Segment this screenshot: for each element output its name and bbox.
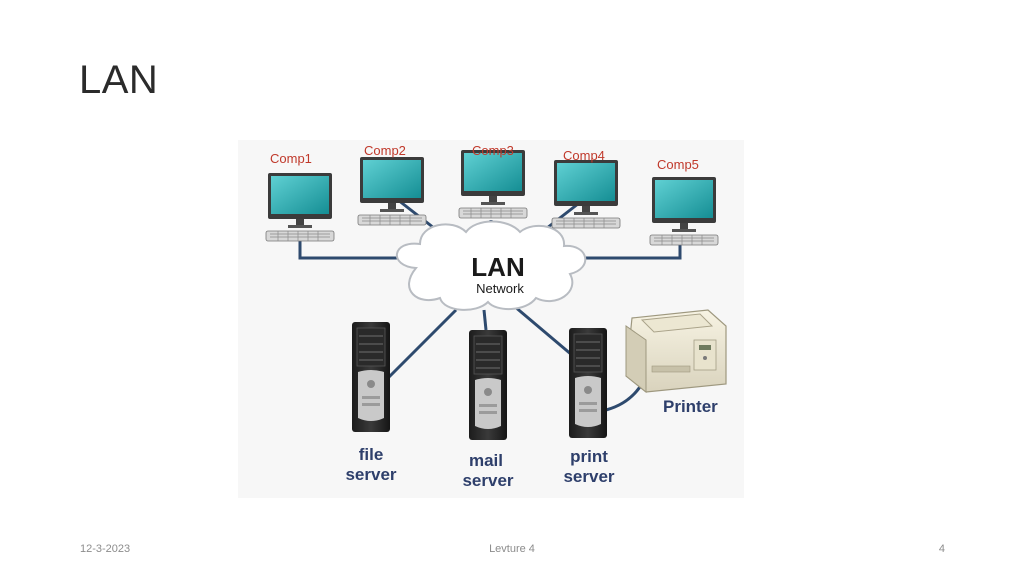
computer-label: Comp2 bbox=[364, 143, 406, 158]
server-tower-icon bbox=[568, 327, 608, 439]
link-comp1 bbox=[298, 238, 406, 260]
computer-comp4: Comp4 bbox=[551, 148, 621, 229]
computer-label: Comp3 bbox=[472, 143, 514, 158]
desktop-computer-icon bbox=[357, 156, 427, 226]
printer: Printer bbox=[625, 309, 727, 416]
server-label-line1: print bbox=[570, 447, 608, 466]
printer-label: Printer bbox=[663, 397, 718, 416]
footer-title: Levture 4 bbox=[489, 543, 535, 555]
computer-comp3: Comp3 bbox=[458, 143, 528, 219]
network-title: LAN bbox=[471, 252, 524, 282]
computer-label: Comp5 bbox=[657, 157, 699, 172]
mail-server: mail server bbox=[462, 329, 514, 490]
lan-network-cloud: LAN Network bbox=[396, 220, 587, 311]
page-number: 4 bbox=[938, 543, 945, 555]
server-label-line2: server bbox=[462, 471, 513, 490]
link-file-server bbox=[386, 308, 458, 380]
slide-title: LAN bbox=[79, 58, 159, 102]
computer-label: Comp4 bbox=[563, 148, 605, 163]
server-label-line2: server bbox=[345, 465, 396, 484]
computer-comp2: Comp2 bbox=[357, 143, 427, 226]
computer-comp5: Comp5 bbox=[649, 157, 719, 246]
server-tower-icon bbox=[468, 329, 508, 441]
desktop-computer-icon bbox=[458, 149, 528, 219]
lan-diagram: LAN Network Comp1 Comp2 Comp3 Comp4 Comp… bbox=[238, 140, 744, 498]
computer-label: Comp1 bbox=[270, 151, 312, 166]
print-server: print server bbox=[563, 327, 615, 486]
server-label-line1: mail bbox=[469, 451, 503, 470]
desktop-computer-icon bbox=[551, 159, 621, 229]
server-tower-icon bbox=[351, 321, 391, 433]
footer-date: 12-3-2023 bbox=[80, 543, 131, 555]
desktop-computer-icon bbox=[265, 172, 335, 242]
file-server: file server bbox=[345, 321, 397, 484]
server-label-line2: server bbox=[563, 467, 614, 486]
server-label-line1: file bbox=[359, 445, 384, 464]
computer-comp1: Comp1 bbox=[265, 151, 335, 242]
desktop-computer-icon bbox=[649, 176, 719, 246]
link-mail-server bbox=[482, 309, 488, 331]
printer-icon bbox=[625, 309, 727, 394]
network-subtitle: Network bbox=[476, 281, 524, 296]
